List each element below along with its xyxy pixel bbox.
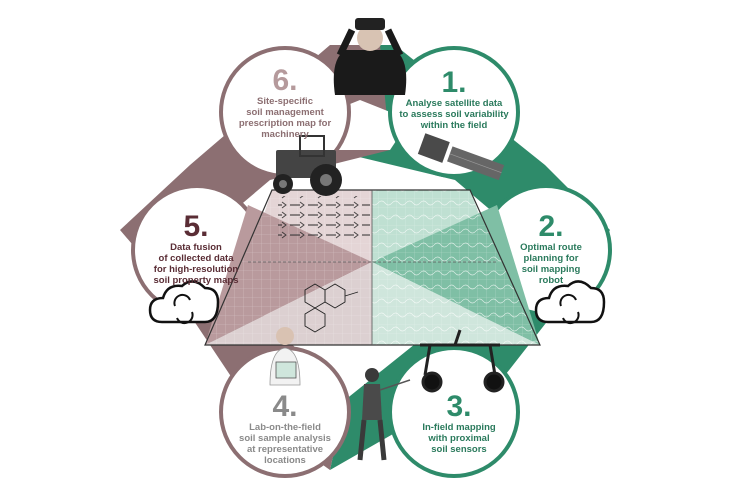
step-circles bbox=[131, 46, 612, 478]
step-4-text: Lab-on-the-field soil sample analysis at… bbox=[239, 422, 331, 466]
step-3-text: In-field mapping with proximal soil sens… bbox=[422, 422, 496, 455]
step-6-number: 6. bbox=[272, 64, 298, 97]
route-arrows bbox=[278, 196, 370, 240]
step-4-label: 4. Lab-on-the-field soil sample analysis… bbox=[225, 390, 345, 467]
step-3-label: 3. In-field mapping with proximal soil s… bbox=[404, 390, 514, 456]
step-3-number: 3. bbox=[446, 390, 472, 423]
tractor-icon bbox=[273, 135, 342, 196]
field-map bbox=[204, 189, 541, 346]
robot-icon bbox=[420, 329, 505, 393]
step-5-label: 5. Data fusion of collected data for hig… bbox=[140, 210, 252, 287]
cloud-sync-icon bbox=[148, 280, 220, 325]
field-worker-icon bbox=[357, 368, 411, 461]
green-band-right bbox=[330, 45, 610, 470]
satellite-icon bbox=[417, 133, 505, 181]
step-5-text: Data fusion of collected data for high-r… bbox=[153, 242, 239, 286]
molecule-sketch bbox=[304, 283, 359, 333]
step-5-number: 5. bbox=[183, 210, 209, 243]
binoculars-person-icon bbox=[333, 18, 407, 95]
step-2-text: Optimal route planning for soil mapping … bbox=[520, 242, 582, 286]
step-4-number: 4. bbox=[272, 390, 298, 423]
step-1-text: Analyse satellite data to assess soil va… bbox=[399, 98, 509, 131]
scientist-icon bbox=[269, 327, 301, 386]
step-2-number: 2. bbox=[538, 210, 564, 243]
cloud-sync-icon bbox=[534, 280, 606, 325]
step-1-number: 1. bbox=[441, 66, 467, 99]
step-6-label: 6. Site-specific soil management prescri… bbox=[226, 64, 344, 141]
step-2-label: 2. Optimal route planning for soil mappi… bbox=[506, 210, 596, 287]
step-6-text: Site-specific soil management prescripti… bbox=[238, 96, 332, 140]
step-1-label: 1. Analyse satellite data to assess soil… bbox=[394, 66, 514, 132]
